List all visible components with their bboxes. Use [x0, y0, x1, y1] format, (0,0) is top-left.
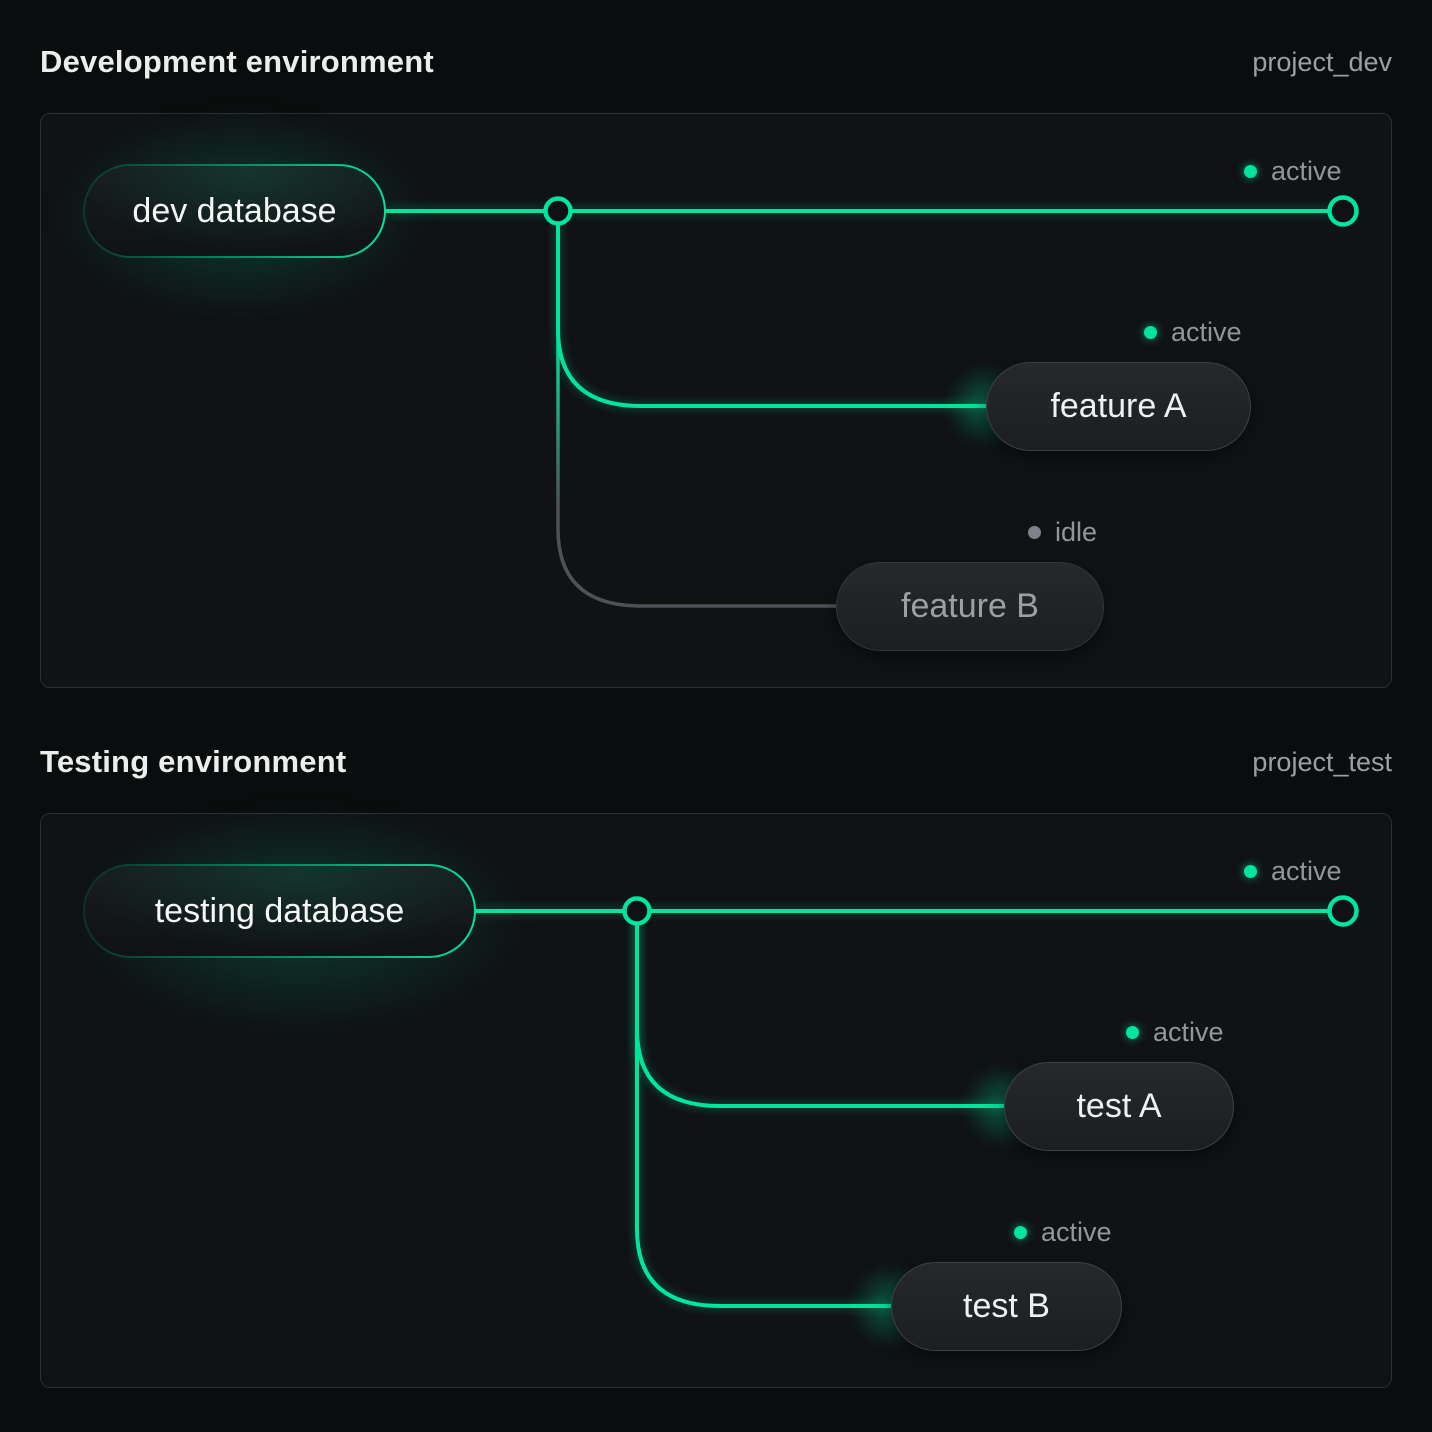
status-label: active — [1041, 1216, 1112, 1247]
test-a-node[interactable]: test A — [1004, 1062, 1234, 1151]
status-label: active — [1153, 1016, 1224, 1047]
trunk-status: active — [1244, 154, 1342, 188]
status-dot-icon — [1014, 1225, 1027, 1239]
dev-section-header: Development environment project_dev — [40, 40, 1392, 84]
status-dot-icon — [1126, 1025, 1139, 1039]
trunk-end-node — [1327, 895, 1359, 927]
feature-b-node[interactable]: feature B — [836, 562, 1104, 651]
testing-database-node[interactable]: testing database — [83, 864, 476, 958]
status-dot-icon — [1144, 325, 1157, 339]
node-label: feature A — [1050, 387, 1187, 425]
status-dot-icon — [1028, 525, 1041, 539]
dev-database-node[interactable]: dev database — [83, 164, 386, 258]
test-b-node[interactable]: test B — [891, 1262, 1122, 1351]
section-title: Development environment — [40, 44, 434, 79]
dev-branch-lines — [386, 195, 1359, 608]
status-dot-icon — [1244, 164, 1257, 178]
branch-point-node — [543, 196, 573, 226]
feature-a-node[interactable]: feature A — [986, 362, 1251, 451]
trunk-end-node — [1327, 195, 1359, 227]
project-label: project_dev — [1252, 46, 1392, 77]
test-section-header: Testing environment project_test — [40, 740, 1392, 784]
node-label: test A — [1076, 1087, 1162, 1125]
test-branch-lines — [476, 895, 1359, 1308]
node-label: test B — [963, 1287, 1050, 1325]
node-label: dev database — [132, 191, 337, 230]
test-a-status: active — [1126, 1015, 1224, 1049]
section-title: Testing environment — [40, 744, 347, 779]
node-label: feature B — [901, 587, 1039, 625]
status-dot-icon — [1244, 864, 1257, 878]
dev-environment-panel: dev database active active feature A idl… — [0, 64, 1392, 688]
status-label: active — [1171, 316, 1242, 347]
trunk-status: active — [1244, 854, 1342, 888]
test-b-status: active — [1014, 1215, 1112, 1249]
feature-b-status: idle — [1028, 515, 1097, 549]
status-label: active — [1271, 155, 1342, 186]
status-label: idle — [1055, 516, 1098, 547]
status-label: active — [1271, 855, 1342, 886]
project-label: project_test — [1252, 746, 1392, 777]
branch-line-feature-a — [556, 211, 986, 408]
branch-line-feature-b — [556, 211, 836, 608]
node-label: testing database — [154, 891, 405, 930]
test-environment-panel: testing database active active test A ac… — [1, 754, 1392, 1388]
branch-line-test-a — [635, 911, 1004, 1108]
branch-line-test-b — [635, 911, 891, 1308]
feature-a-status: active — [1144, 315, 1242, 349]
branch-point-node — [622, 896, 652, 926]
